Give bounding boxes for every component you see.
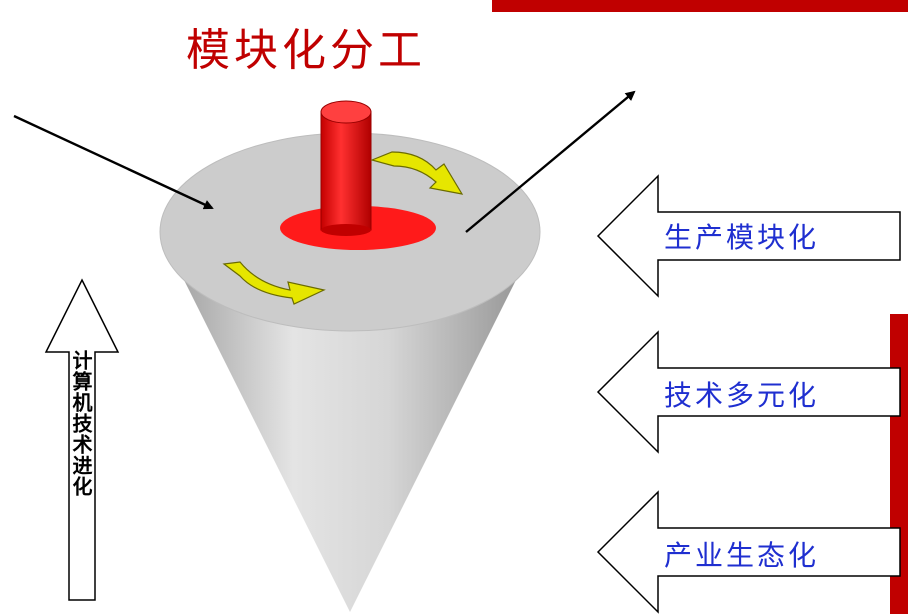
red-cylinder-top	[320, 100, 372, 124]
top-accent-bar	[492, 0, 908, 12]
rotation-arrow-icon	[222, 261, 326, 305]
driver-arrow-icon	[596, 490, 901, 614]
vertical-arrow-label: 计算机技术进化	[69, 350, 93, 497]
driver-label-production: 生产模块化	[664, 221, 820, 254]
cone-body	[160, 232, 540, 612]
driver-label-ecology: 产业生态化	[664, 539, 820, 572]
driver-arrow-icon	[596, 174, 901, 298]
red-cylinder	[320, 111, 372, 231]
page-title: 模块化分工	[186, 25, 426, 76]
vertical-up-arrow-icon	[44, 278, 120, 601]
driver-label-technology: 技术多元化	[664, 379, 820, 412]
input-arrow-icon	[13, 114, 214, 210]
red-cylinder-bottom	[321, 224, 371, 236]
driver-arrow-icon	[596, 330, 901, 454]
output-arrow-icon	[465, 90, 636, 233]
rotation-arrow-icon	[370, 151, 464, 195]
